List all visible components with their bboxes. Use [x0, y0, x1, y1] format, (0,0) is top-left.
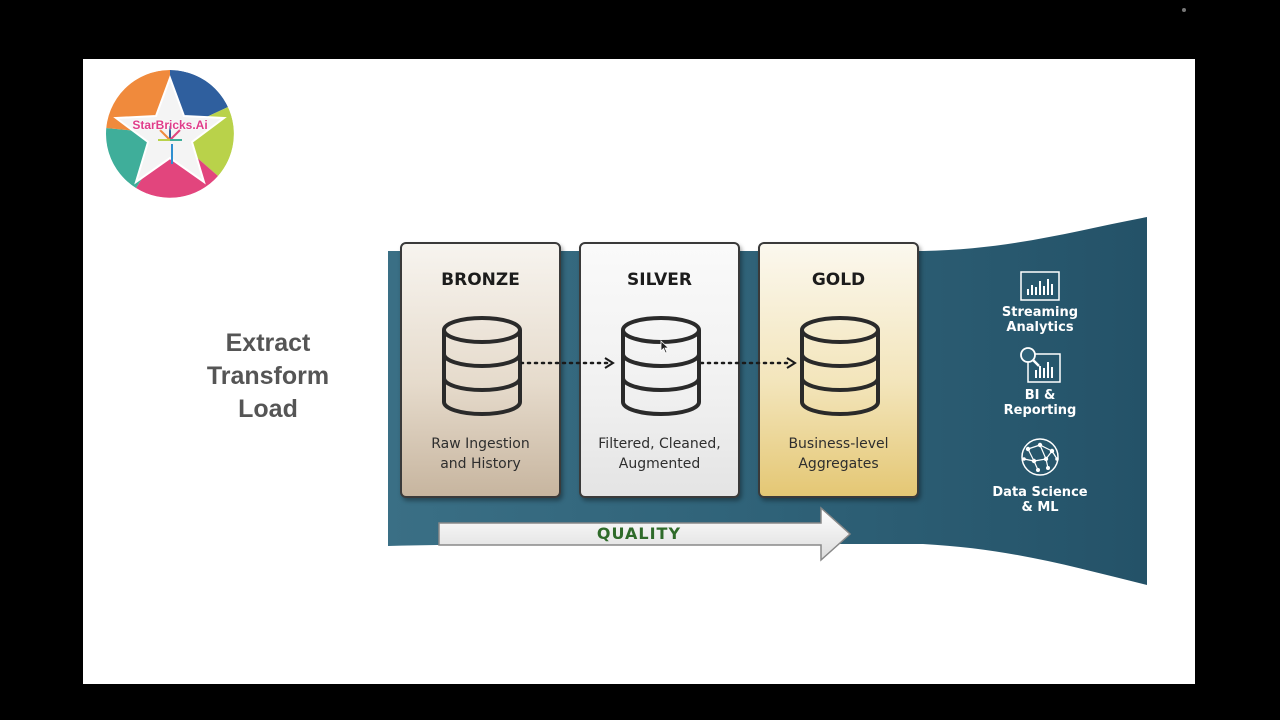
network-globe-icon [1021, 438, 1059, 476]
magnifier-chart-icon [1020, 347, 1061, 383]
use-case-label-line: Streaming [1001, 305, 1079, 320]
use-case-data-science-ml: Data Science & ML [985, 437, 1095, 515]
flow-arrow-silver-gold [701, 357, 797, 369]
use-case-label-line: Analytics [1006, 320, 1074, 335]
mouse-cursor-icon [660, 340, 670, 354]
tier-title: BRONZE [441, 270, 520, 290]
tier-card-bronze: BRONZE Raw Ingestion and History [400, 242, 561, 498]
flow-arrow-bronze-silver [521, 357, 615, 369]
use-case-label: Data Science & ML [985, 485, 1095, 515]
etl-heading: Extract Transform Load [185, 327, 351, 426]
tier-description: Raw Ingestion and History [402, 434, 559, 474]
tier-title: GOLD [811, 270, 866, 290]
tier-card-silver: SILVER Filtered, Cleaned, Augmented [579, 242, 740, 498]
tier-desc-line: Business-level [788, 436, 889, 452]
tier-desc-line: Raw Ingestion [431, 436, 530, 452]
tier-desc-line: Augmented [618, 456, 701, 472]
heading-line-extract: Extract [225, 329, 311, 357]
heading-line-transform: Transform [206, 362, 330, 390]
tier-desc-line: Filtered, Cleaned, [598, 436, 721, 452]
use-case-streaming-analytics: Streaming Analytics [990, 271, 1090, 335]
use-case-label: Streaming Analytics [990, 305, 1090, 335]
database-icon [442, 316, 522, 416]
heading-line-load: Load [238, 395, 298, 423]
camera-indicator-dot [1182, 8, 1186, 12]
tier-title: SILVER [627, 270, 692, 290]
database-icon [621, 316, 701, 416]
use-case-bi-reporting: BI & Reporting [990, 346, 1090, 418]
bar-chart-icon [1020, 271, 1060, 301]
use-case-label-line: & ML [1021, 500, 1059, 515]
logo-text: StarBricks.Ai [132, 118, 208, 132]
database-icon [800, 316, 880, 416]
use-case-label-line: BI & [1024, 388, 1056, 403]
quality-arrow [438, 506, 852, 562]
tier-desc-line: and History [440, 456, 521, 472]
quality-label: QUALITY [596, 524, 682, 543]
use-case-label: BI & Reporting [990, 388, 1090, 418]
tier-description: Filtered, Cleaned, Augmented [581, 434, 738, 474]
tier-description: Business-level Aggregates [760, 434, 917, 474]
starbricks-logo: StarBricks.Ai [106, 70, 234, 198]
tier-card-gold: GOLD Business-level Aggregates [758, 242, 919, 498]
use-case-label-line: Reporting [1003, 403, 1077, 418]
tier-desc-line: Aggregates [798, 456, 879, 472]
slide: StarBricks.Ai Extract Transform Load BRO… [83, 59, 1195, 684]
use-case-label-line: Data Science [992, 485, 1088, 500]
